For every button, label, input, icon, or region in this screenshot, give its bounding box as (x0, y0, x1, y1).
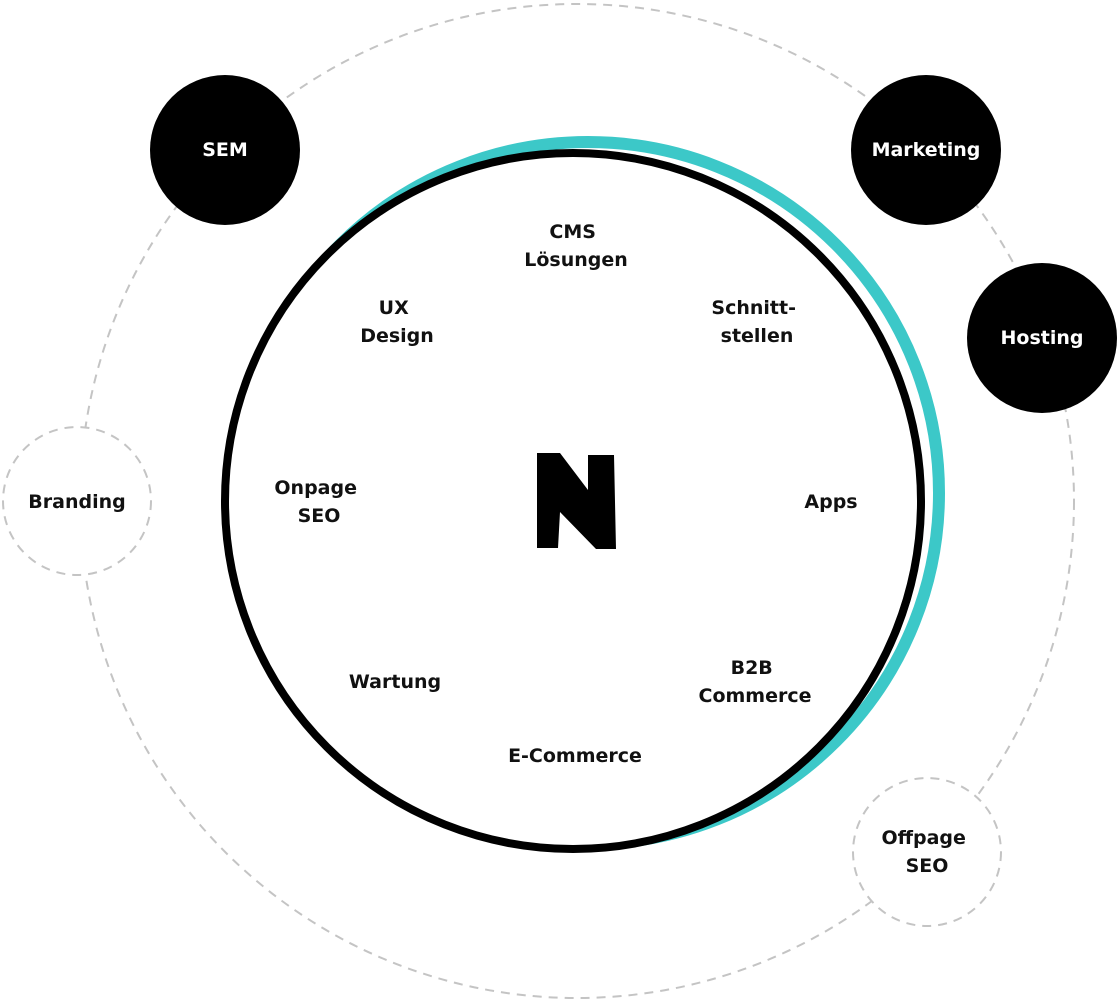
svg-text:SEM: SEM (202, 139, 248, 161)
service-label-schnittstellen: Schnitt- stellen (711, 297, 802, 347)
svg-text:Hosting: Hosting (1001, 327, 1084, 349)
service-label-b2b-commerce: B2B Commerce (699, 657, 812, 707)
node-sem: SEM (150, 75, 300, 225)
node-branding: Branding (2, 426, 152, 576)
service-label-onpage-seo: Onpage SEO (274, 477, 363, 527)
service-label-wartung: Wartung (349, 671, 441, 693)
svg-text:Branding: Branding (28, 491, 125, 513)
node-hosting: Hosting (967, 263, 1117, 413)
outer-orbit-ring (79, 3, 1075, 999)
service-label-apps: Apps (804, 491, 857, 513)
service-label-cms: CMS Lösungen (524, 221, 628, 271)
node-marketing: Marketing (851, 75, 1001, 225)
svg-text:Marketing: Marketing (872, 139, 981, 161)
n-logo-icon (537, 453, 616, 549)
service-label-ux-design: UX Design (360, 297, 434, 347)
svg-text:Offpage SEO: Offpage SEO (881, 827, 972, 877)
service-label-e-commerce: E-Commerce (508, 745, 642, 767)
node-offpage-seo: Offpage SEO (852, 777, 1002, 927)
